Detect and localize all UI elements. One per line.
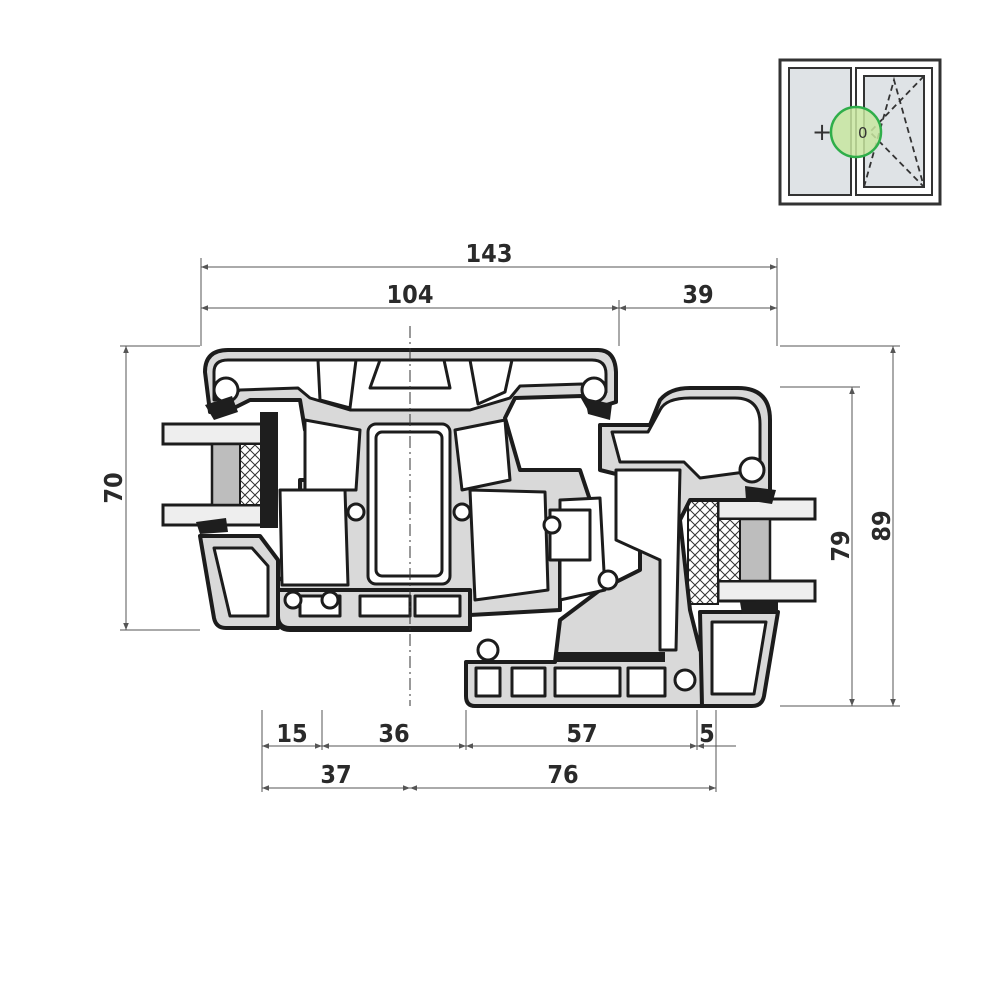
dim-sash-overlap: 39 xyxy=(682,280,713,309)
dim-bottom-37: 37 xyxy=(320,760,351,789)
dim-total-depth: 89 xyxy=(867,510,896,541)
dimension-lines xyxy=(120,258,900,792)
glazing-bead-right xyxy=(698,600,780,708)
window-type-thumbnail: + 0 xyxy=(778,58,942,206)
fixed-pane-symbol: + xyxy=(812,118,832,146)
dim-overall-width: 143 xyxy=(466,239,513,268)
dim-frame-depth: 70 xyxy=(99,472,128,503)
dim-frame-width: 104 xyxy=(387,280,434,309)
section-highlight-circle xyxy=(829,105,883,159)
glazing-unit-right xyxy=(687,493,817,605)
glazing-bead-left xyxy=(196,518,280,630)
handle-symbol: 0 xyxy=(858,124,868,142)
dim-sash-depth: 79 xyxy=(826,530,855,561)
sash-profile xyxy=(464,386,776,708)
dim-bottom-36: 36 xyxy=(378,719,409,748)
dim-bottom-15: 15 xyxy=(276,719,307,748)
dim-bottom-76: 76 xyxy=(547,760,578,789)
dim-bottom-57: 57 xyxy=(566,719,597,748)
glazing-unit-left xyxy=(161,412,278,528)
dim-bottom-5: 5 xyxy=(699,719,715,748)
dimension-labels: 143 104 39 70 79 89 15 36 57 5 37 76 xyxy=(99,239,896,789)
